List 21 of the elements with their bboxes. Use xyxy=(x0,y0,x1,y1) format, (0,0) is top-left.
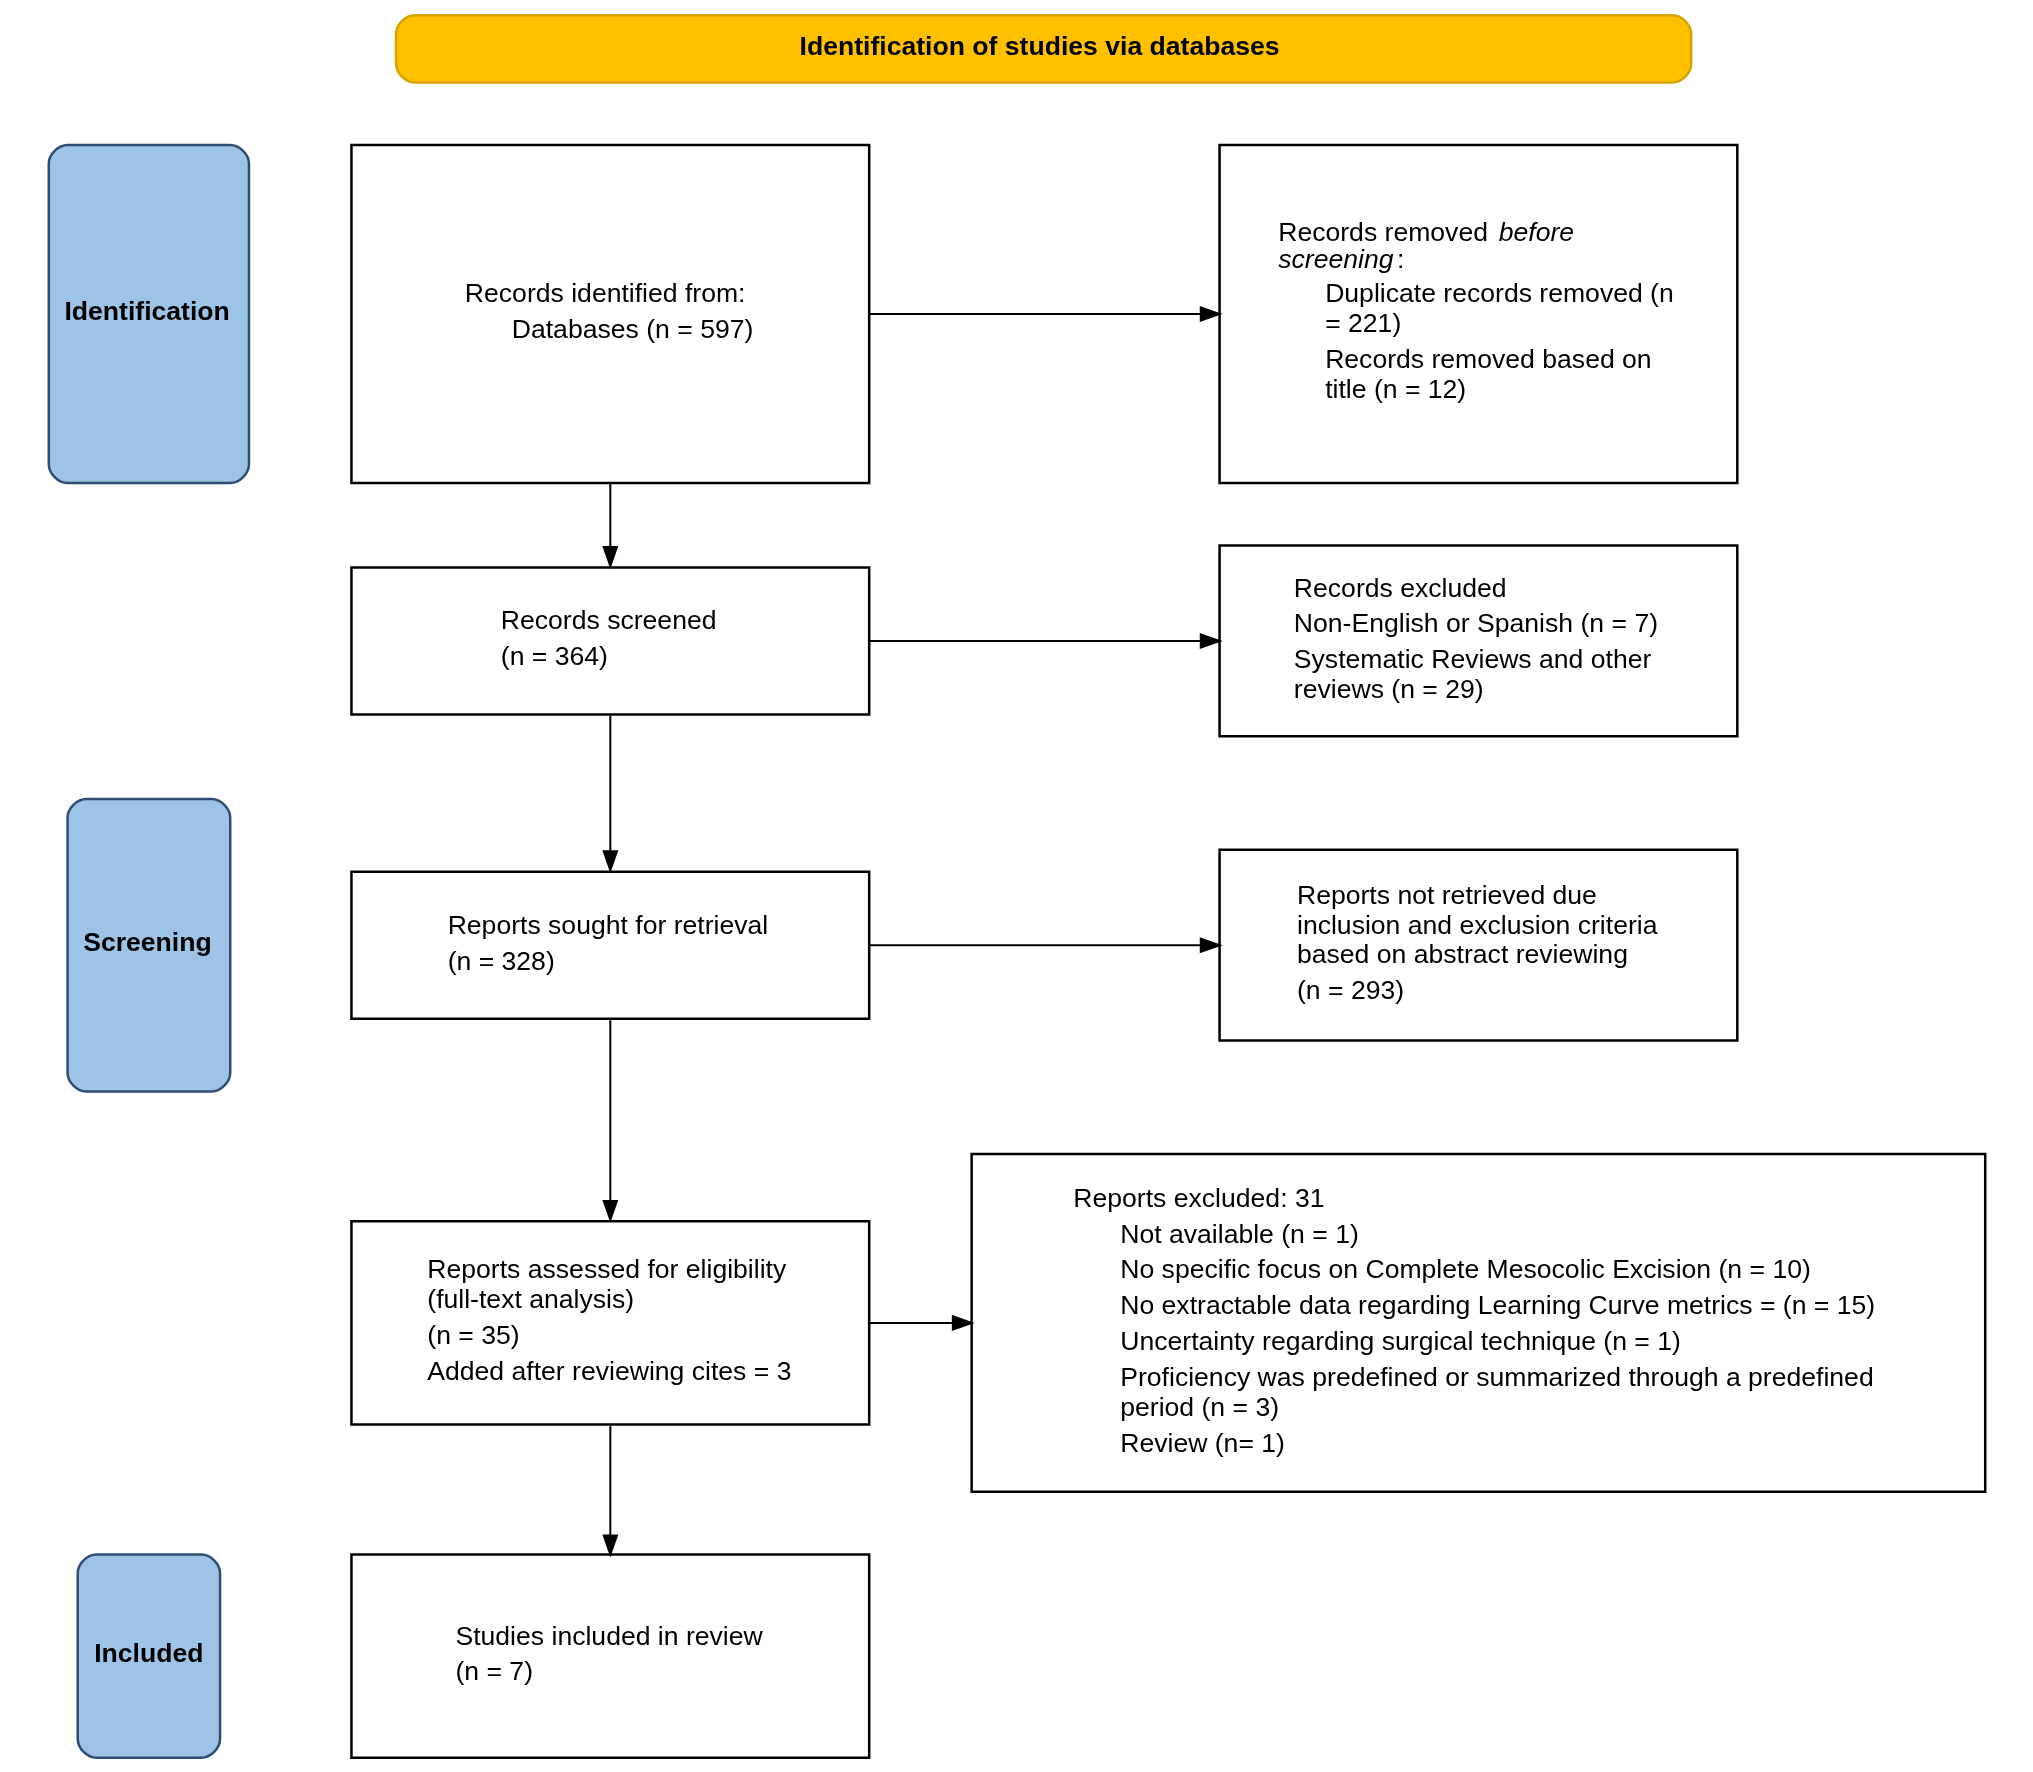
node-box: Reports assessed for eligibility (full-text analysis) (n = 35) Added after reviewing cites = 3 xyxy=(349,1219,870,1426)
node-box: Identification of studies via databases xyxy=(394,13,1692,84)
node-box: Records screened (n = 364) xyxy=(349,565,870,716)
arrow xyxy=(601,482,618,569)
node-box: Records removed before screening: Duplicate records removed (n = 221) Records removed based on title (n = 12) xyxy=(1217,143,1739,484)
arrow xyxy=(868,1314,975,1331)
node-box: Included xyxy=(75,1552,221,1759)
node-box: Records identified from: Databases (n = 597) xyxy=(349,143,870,484)
node-box: Reports not retrieved due inclusion and exclusion criteria based on abstract reviewing (n = 293) xyxy=(1217,848,1739,1042)
node-box: Identification xyxy=(47,143,250,484)
arrow xyxy=(601,1019,618,1223)
node-box: Records excluded Non-English or Spanish (n = 7) Systematic Reviews and other reviews (n = 29) xyxy=(1217,543,1739,738)
arrow xyxy=(601,1425,618,1557)
node-box: Screening xyxy=(65,797,231,1093)
node-box: Reports excluded: 31 Not available (n = 1) No specific focus on Complete Mesocolic Excision (n = 10) No extractable data regarding Learning Curve metrics = (n = 15) Uncertainty regarding surgical technique (n = 1) Proficiency was predefined or summarized through a predefined period (n = 3) Review (n= 1) xyxy=(969,1152,1986,1493)
node-box: Reports sought for retrieval (n = 328) xyxy=(349,869,870,1020)
arrow xyxy=(868,936,1223,953)
arrow xyxy=(868,632,1223,649)
arrow xyxy=(868,305,1223,322)
arrow xyxy=(601,715,618,873)
node-box: Studies included in review (n = 7) xyxy=(349,1552,870,1759)
